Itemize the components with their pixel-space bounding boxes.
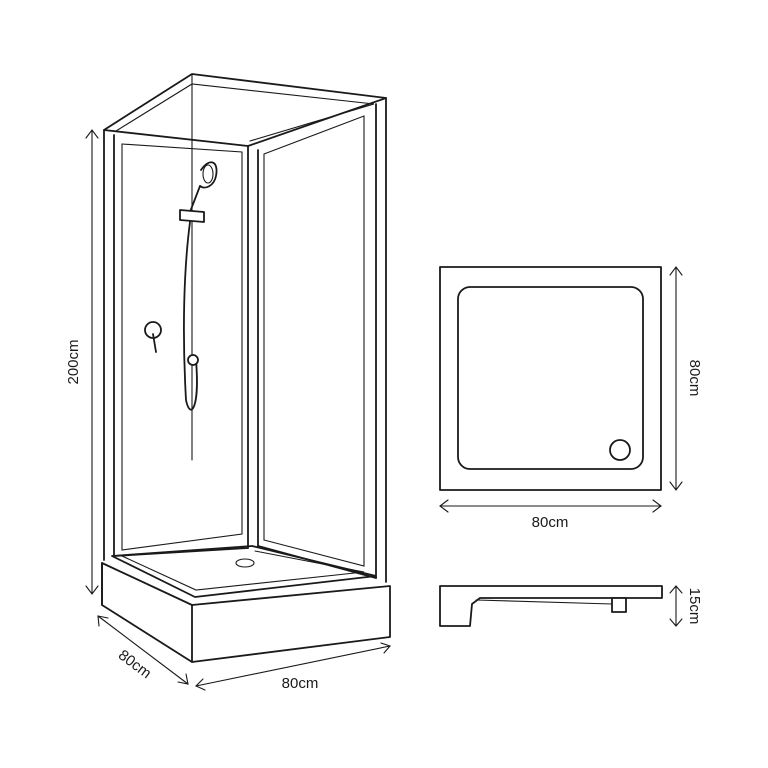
tray-depth-dimension — [669, 266, 683, 491]
enclosure-base-tray — [101, 545, 391, 663]
width-label: 80cm — [282, 675, 319, 692]
drain-icon — [609, 439, 631, 461]
tray-top-view — [439, 266, 683, 513]
shower-enclosure — [85, 73, 391, 691]
tray-width-dimension — [439, 499, 662, 513]
shower-fittings — [144, 161, 218, 411]
shower-hose-icon — [183, 221, 198, 411]
shower-holder-icon — [179, 209, 205, 223]
tray-width-label: 80cm — [532, 514, 569, 531]
depth-dimension — [97, 615, 189, 685]
tray-height-dimension — [669, 585, 683, 627]
height-dimension — [85, 129, 99, 595]
drain-outlet-icon — [611, 597, 627, 613]
height-label: 200cm — [65, 339, 82, 384]
width-dimension — [195, 642, 391, 691]
tray-height-label: 15cm — [686, 588, 703, 625]
tray-depth-label: 80cm — [686, 360, 703, 397]
enclosure-frame — [103, 73, 387, 583]
tray-side-view — [439, 585, 683, 627]
mixer-tap-icon — [144, 321, 162, 353]
depth-label: 80cm — [115, 647, 155, 683]
shower-head-icon — [189, 161, 218, 213]
